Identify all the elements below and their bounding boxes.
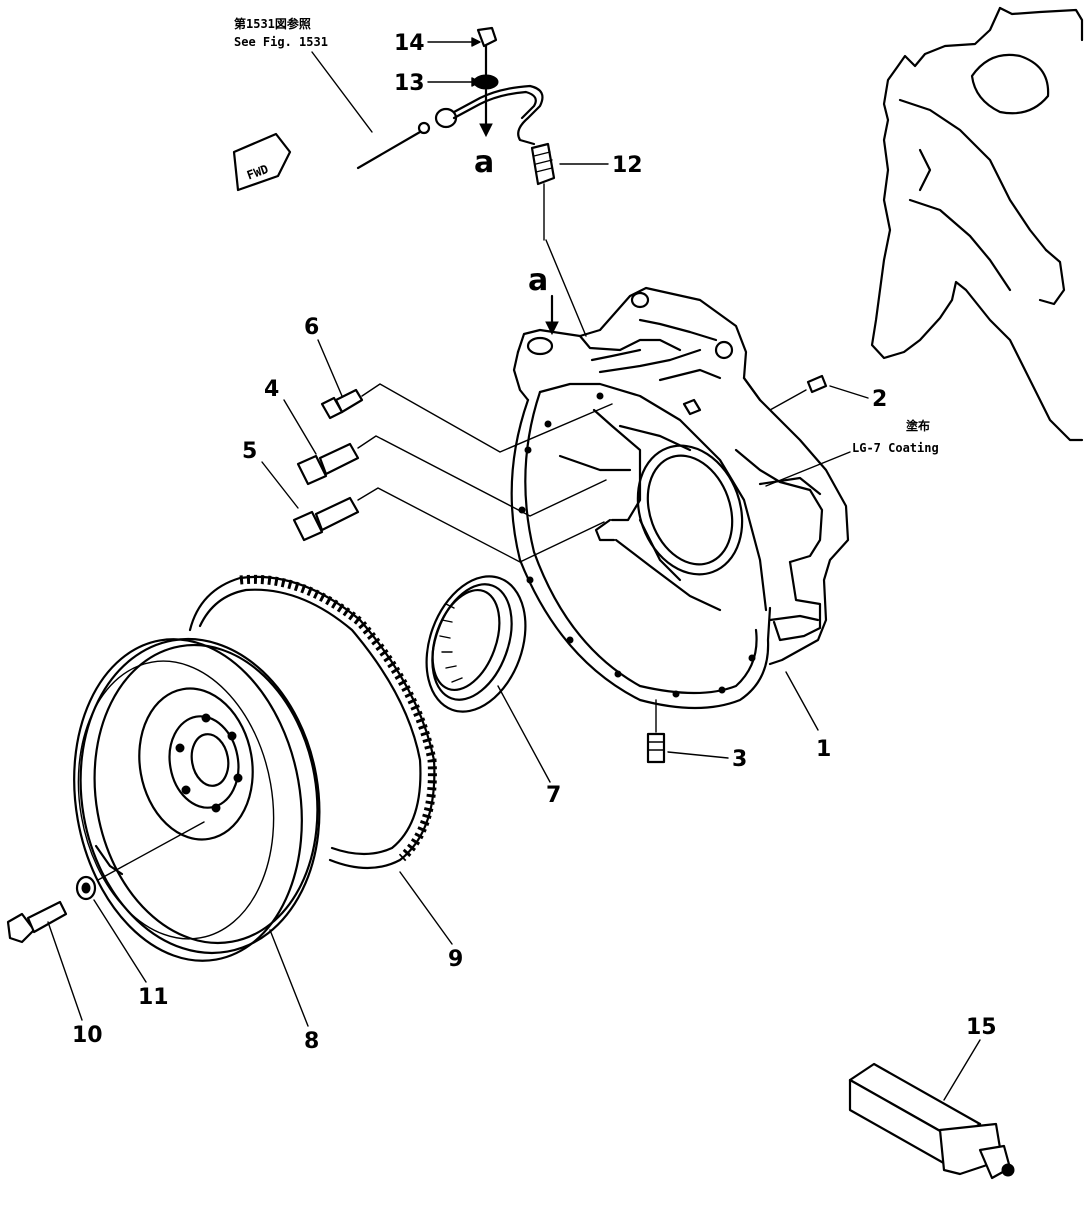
callout-13: 13 — [394, 71, 425, 96]
reference-a-top: a — [474, 145, 494, 180]
ring-gear-9 — [188, 574, 437, 870]
see-fig-note-jp: 第1531図参照 — [234, 16, 311, 31]
callout-2: 2 — [872, 387, 887, 412]
callout-5: 5 — [242, 439, 257, 464]
callout-14: 14 — [394, 31, 425, 56]
see-fig-leader — [311, 51, 373, 133]
reference-a-mid: a — [528, 263, 548, 298]
plug-3 — [646, 699, 666, 764]
callout-4: 4 — [264, 377, 279, 402]
fwd-direction-arrow: FWD — [232, 132, 292, 192]
coating-note-en: LG-7 Coating — [852, 441, 939, 455]
callout-8: 8 — [304, 1029, 319, 1054]
sensor-insert-leader — [545, 239, 587, 337]
oil-seal-7 — [425, 575, 527, 713]
bolt-10 — [6, 900, 68, 944]
flywheel-8 — [73, 637, 321, 962]
callout-1: 1 — [816, 737, 831, 762]
housing-bolt-holes — [518, 392, 756, 698]
callout-11: 11 — [138, 985, 169, 1010]
washer-11 — [75, 875, 97, 901]
fwd-label: FWD — [245, 162, 270, 183]
bolt-6 — [320, 383, 613, 453]
callout-6: 6 — [304, 315, 319, 340]
flywheel-bolt-leader — [97, 821, 205, 881]
sensor-wire-assembly — [356, 84, 544, 170]
coating-note-jp: 塗布 — [906, 418, 930, 433]
callout-15: 15 — [966, 1015, 997, 1040]
callout-9: 9 — [448, 947, 463, 972]
callout-10: 10 — [72, 1023, 103, 1048]
sensor-12 — [530, 142, 556, 241]
callout-12: 12 — [612, 153, 643, 178]
callout-3: 3 — [732, 747, 747, 772]
flywheel-housing-1 — [510, 286, 850, 710]
clamp-13 — [473, 74, 499, 138]
callout-leaders — [47, 37, 981, 1101]
callout-7: 7 — [546, 783, 561, 808]
dowel-pin-2 — [769, 374, 828, 411]
engine-block-outline — [870, 6, 1084, 442]
coating-leader — [765, 451, 851, 487]
see-fig-note-en: See Fig. 1531 — [234, 35, 328, 49]
bolt-5 — [292, 487, 605, 563]
bolt-14 — [476, 26, 498, 78]
bolt-4 — [296, 435, 607, 517]
tool-15 — [848, 1062, 1015, 1180]
